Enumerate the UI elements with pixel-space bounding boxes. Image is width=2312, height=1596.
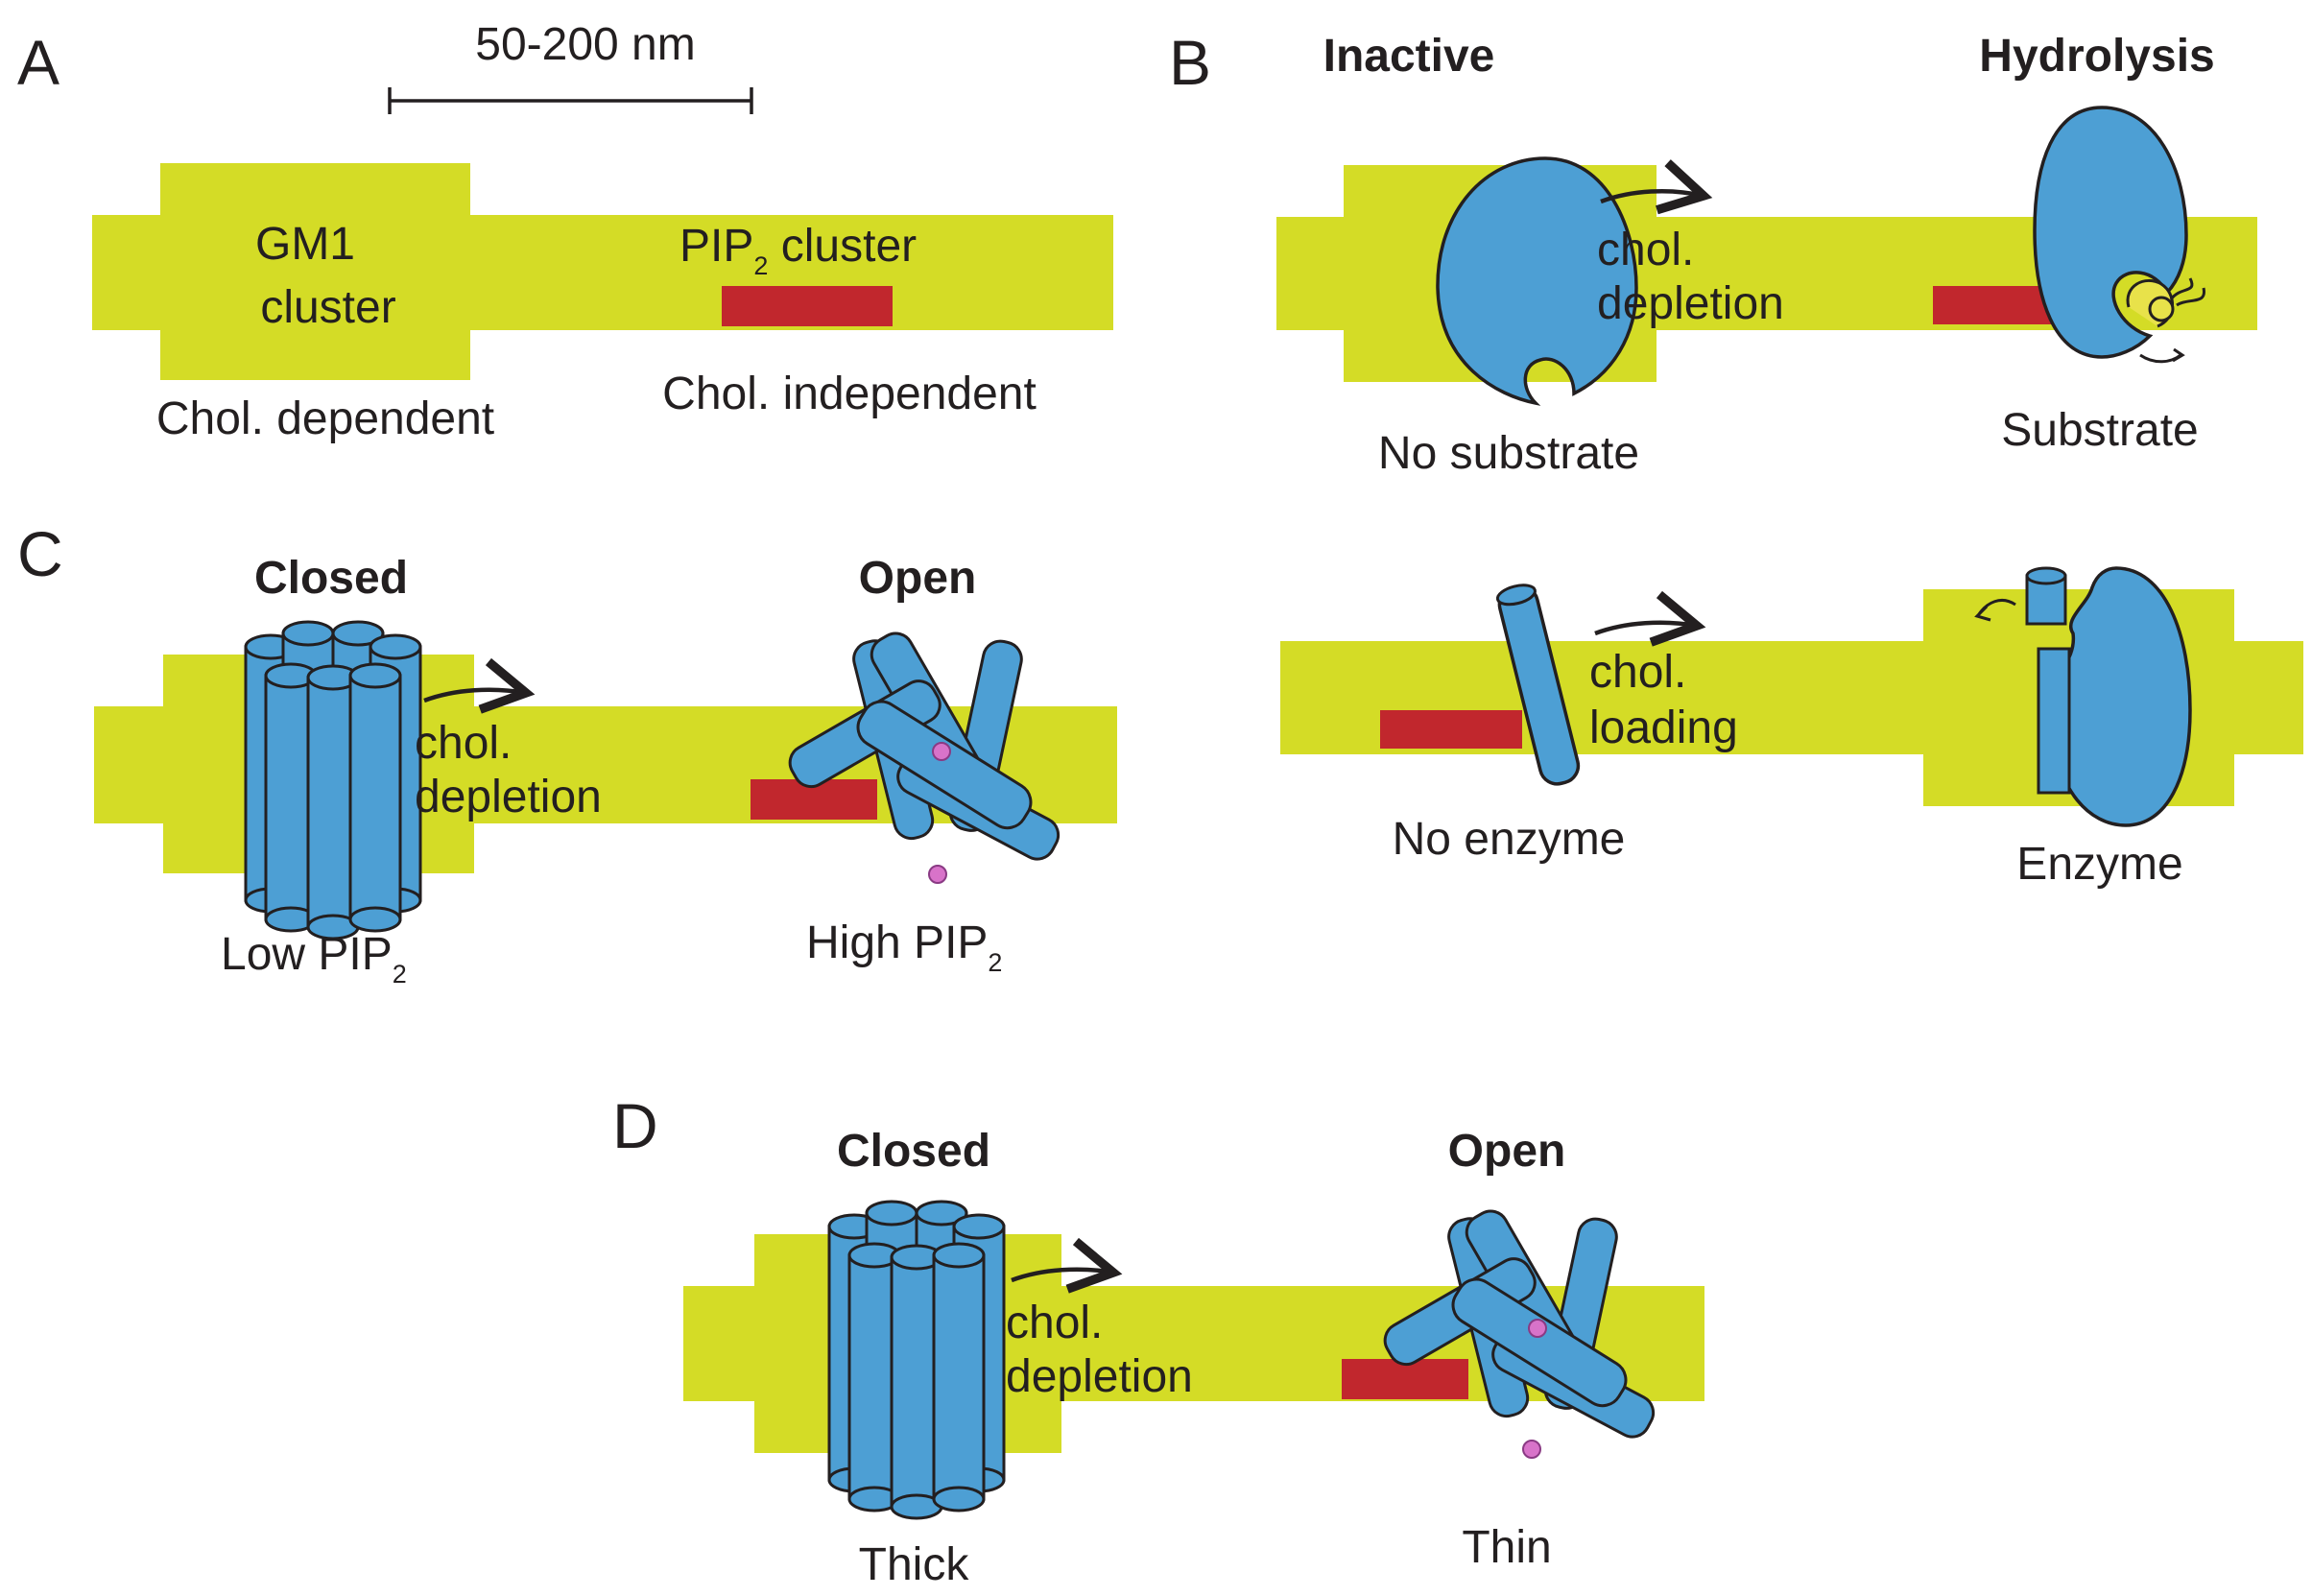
closed-channel-d (827, 1200, 1006, 1520)
thin-caption: Thin (1462, 1522, 1551, 1573)
pip2-lipid-free-d (1522, 1440, 1541, 1459)
panel-a: A 50-200 nm GM1 cluster PIP2 cluster Cho… (17, 19, 1113, 444)
depletion-label-c: depletion (415, 772, 602, 822)
thick-caption: Thick (859, 1539, 970, 1590)
substrate-lipid (2126, 277, 2205, 364)
closed-title-c: Closed (254, 553, 408, 604)
inactive-title: Inactive (1323, 31, 1495, 82)
chol-depletion-arrow-c (423, 657, 536, 714)
closed-channel-c (244, 620, 422, 941)
free-enzyme-cylinder (1495, 584, 1581, 786)
loading-label: loading (1589, 703, 1738, 753)
pip2-cluster-b-bottom (1380, 710, 1522, 749)
panel-b: B Inactive Hydrolysis chol. depletion No… (1169, 27, 2303, 890)
enzyme-caption: Enzyme (2016, 839, 2182, 890)
chol-label-b-bottom: chol. (1589, 647, 1686, 698)
chol-depletion-arrow-b (1600, 159, 1713, 215)
enzyme-bound (2052, 566, 2192, 827)
chol-loading-arrow (1594, 590, 1706, 647)
open-title-c: Open (859, 553, 977, 604)
gm1-label-line2: cluster (260, 282, 395, 333)
panel-c: C Closed Open chol. depletion Low PIP2 H… (17, 518, 1117, 989)
chol-independent-caption: Chol. independent (662, 369, 1037, 419)
gm1-label-line1: GM1 (255, 219, 355, 270)
enzyme-inactive (1436, 156, 1638, 406)
depletion-label-b-top: depletion (1597, 278, 1784, 329)
closed-title-d: Closed (837, 1126, 990, 1177)
hydrolysis-title: Hydrolysis (1979, 31, 2214, 82)
pip2-lipid-free-c (928, 865, 947, 884)
scale-bar-label: 50-200 nm (475, 19, 695, 70)
pip2-lipid-bound-d (1528, 1319, 1547, 1338)
scale-bar (388, 87, 753, 114)
chol-dependent-caption: Chol. dependent (156, 393, 494, 444)
chol-label-b-top: chol. (1597, 225, 1694, 275)
low-pip2-caption: Low PIP2 (221, 929, 407, 989)
pip2-cluster-label: PIP2 cluster (679, 221, 917, 280)
no-enzyme-caption: No enzyme (1393, 814, 1626, 865)
panel-d: D Closed Open chol. depletion Thick Thin (612, 1090, 1704, 1590)
panel-b-letter: B (1169, 27, 1211, 98)
chol-label-d: chol. (1006, 1298, 1103, 1348)
no-substrate-caption: No substrate (1378, 428, 1639, 479)
substrate-caption: Substrate (2001, 405, 2198, 456)
panel-c-letter: C (17, 518, 63, 589)
panel-d-letter: D (612, 1090, 658, 1161)
open-title-d: Open (1448, 1126, 1566, 1177)
pip2-lipid-bound-c (932, 742, 951, 761)
membrane-raft-a (92, 163, 1113, 380)
pip2-cluster-a (722, 286, 893, 326)
chol-label-c: chol. (415, 718, 512, 769)
extracted-lipid (1974, 566, 2071, 795)
depletion-label-d: depletion (1006, 1351, 1193, 1402)
chol-depletion-arrow-d (1011, 1237, 1123, 1294)
high-pip2-caption: High PIP2 (806, 917, 1002, 977)
enzyme-hydrolysis (2033, 106, 2188, 359)
panel-a-letter: A (17, 27, 60, 98)
